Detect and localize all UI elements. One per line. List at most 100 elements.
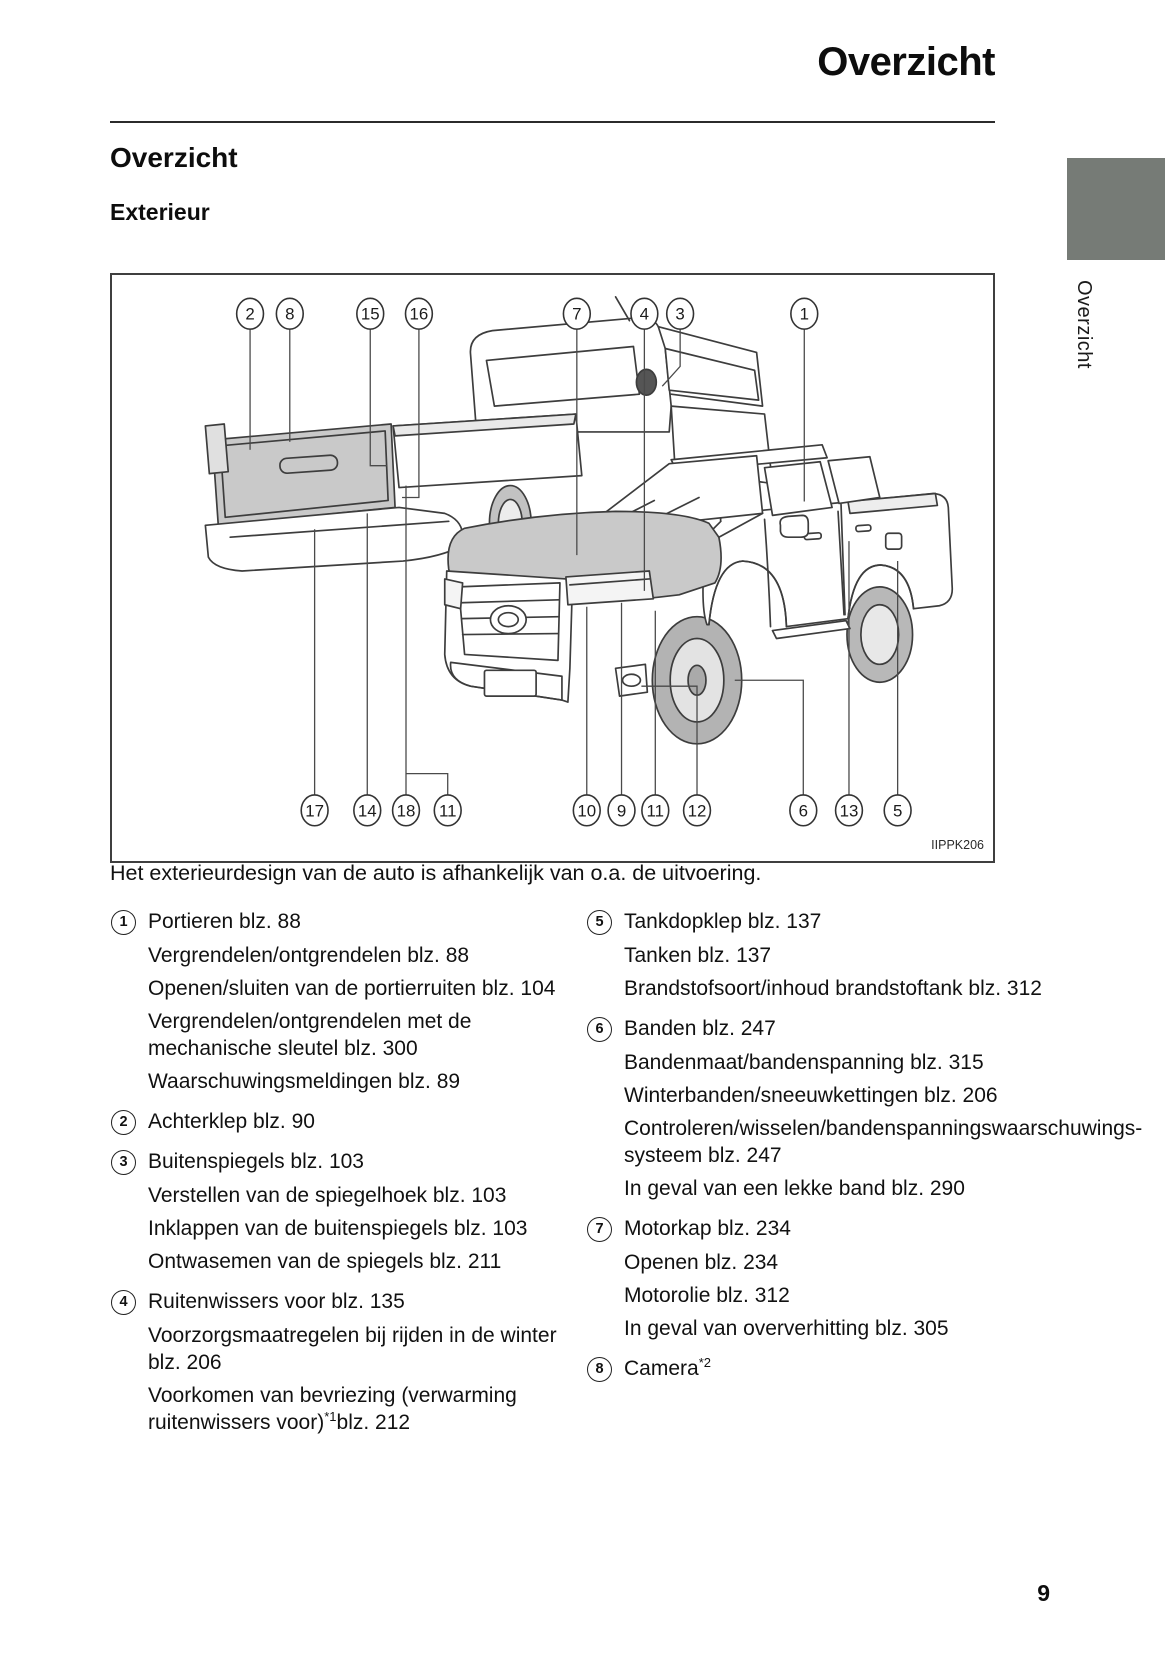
callout-circle [834, 794, 864, 827]
callout-number: 11 [439, 801, 457, 820]
entry-number-badge: 3 [111, 1150, 136, 1175]
entry-subitem: Vergrendelen/ontgrendelen blz. 88 [148, 944, 470, 967]
callout-number: 16 [410, 305, 429, 324]
entry-title: Camera*2 [624, 1355, 711, 1380]
rear-truck-roofline [657, 325, 764, 407]
front-truck-grille-slat [459, 598, 560, 604]
callout-circle [433, 794, 462, 827]
entry-subitem: Winterbanden/sneeuwkettingen blz. 206 [624, 1084, 998, 1107]
entry-title: Ruitenwissers voor blz. 135 [148, 1290, 405, 1313]
callout-circle [300, 794, 329, 827]
entry-number-badge: 4 [111, 1290, 136, 1315]
callout-circle [391, 794, 421, 827]
entry-title: Portieren blz. 88 [148, 910, 301, 933]
front-truck-door-seam-rear [837, 510, 845, 616]
entry-subitem: Vergrendelen/ontgrendelen met de mechani… [148, 1010, 472, 1060]
entry-subitem: Openen/sluiten van de portierruiten blz.… [148, 977, 556, 1000]
entry-number-badge: 6 [587, 1017, 612, 1042]
callout-circle [235, 297, 265, 330]
rear-truck-bumper [204, 506, 464, 572]
front-truck-grille [457, 582, 561, 662]
rear-truck-antenna [614, 296, 631, 322]
entry-title: Motorkap blz. 234 [624, 1217, 791, 1240]
callout-number: 5 [893, 801, 902, 820]
figure-code: IIPPK206 [931, 838, 984, 852]
rear-truck-art [204, 296, 774, 572]
rear-truck-rear-window [485, 345, 641, 407]
legend-entry: 2 Achterklep blz. 90 [110, 1108, 570, 1135]
callout-leader-line [641, 685, 698, 796]
callout-number: 4 [640, 305, 649, 324]
front-truck-rear-arch [847, 564, 915, 620]
front-truck-headlight-left [443, 578, 464, 610]
callout-leader-line [734, 679, 804, 796]
rear-truck-taillight [204, 423, 230, 475]
callout-number: 15 [361, 305, 380, 324]
front-truck-emblem-inner [497, 611, 520, 628]
front-truck-door-seam-front [763, 518, 772, 628]
entry-subitem: Openen blz. 234 [624, 1251, 779, 1274]
entry-subitem: Motorolie blz. 312 [624, 1284, 790, 1307]
callout-number: 10 [577, 801, 596, 820]
callout-number: 1 [800, 305, 809, 324]
entry-subitem: Waarschuwingsmeldingen blz. 89 [148, 1070, 461, 1093]
front-truck-bumper [449, 661, 563, 701]
front-truck-license-plate [483, 669, 537, 697]
front-truck-emblem [489, 604, 528, 635]
entry-subitem: In geval van oververhitting blz. 305 [624, 1317, 949, 1340]
entry-title: Banden blz. 247 [624, 1017, 776, 1040]
rear-truck-tailgate-inner [219, 430, 389, 519]
entry-number-badge: 8 [587, 1357, 612, 1382]
entry-number-badge: 5 [587, 910, 612, 935]
front-truck-fog-light [621, 673, 642, 688]
callout-leader-line [402, 327, 420, 499]
callout-number: 9 [617, 801, 626, 820]
front-truck-handle-rear [855, 524, 872, 533]
callout-circle [883, 794, 912, 827]
callout-circle [790, 297, 819, 330]
legend-entry: 8 Camera*2 [586, 1355, 1046, 1382]
front-truck-headlight-right [565, 570, 655, 606]
callout-leader-line [406, 772, 449, 796]
front-truck-bed-rail [847, 492, 939, 515]
callout-circle [682, 794, 712, 827]
callout-circle [789, 794, 818, 827]
callout-circle [275, 297, 304, 330]
callout-leader-line [661, 327, 681, 387]
entry-subitem: Controleren/wisselen/bandenspanningswaar… [624, 1117, 1143, 1167]
callout-number: 11 [647, 801, 665, 820]
entry-subitem: Ontwasemen van de spiegels blz. 211 [148, 1250, 502, 1273]
section-title: Overzicht [110, 142, 238, 173]
callout-number: 7 [572, 305, 581, 324]
front-truck-rear-rim [860, 603, 900, 666]
callout-circle [356, 297, 385, 330]
entry-title: Achterklep blz. 90 [148, 1110, 315, 1133]
front-truck-fuel-door [884, 532, 903, 550]
callout-circle [607, 794, 636, 827]
intro-text: Het exterieurdesign van de auto is afhan… [110, 861, 762, 885]
front-truck-cowl [718, 512, 764, 539]
rear-truck-mirror [635, 368, 658, 397]
entry-number-badge: 2 [111, 1110, 136, 1135]
entry-subitem: Brandstofsoort/inhoud brandstoftank blz.… [624, 977, 1042, 1000]
front-truck-art [443, 443, 954, 745]
entry-subitem: Tanken blz. 137 [624, 944, 772, 967]
section-tab-label: Overzicht [1073, 280, 1095, 369]
callout-circle [404, 297, 434, 330]
rear-truck-bed-rail [392, 413, 577, 437]
front-truck-front-arch [708, 560, 788, 628]
front-truck-wiper-right [662, 496, 700, 517]
entry-title: Buitenspiegels blz. 103 [148, 1150, 364, 1173]
callout-leader-line [369, 327, 388, 467]
entry-subitem: Bandenmaat/bandenspanning blz. 315 [624, 1051, 984, 1074]
entry-subitem: In geval van een lekke band blz. 290 [624, 1177, 965, 1200]
